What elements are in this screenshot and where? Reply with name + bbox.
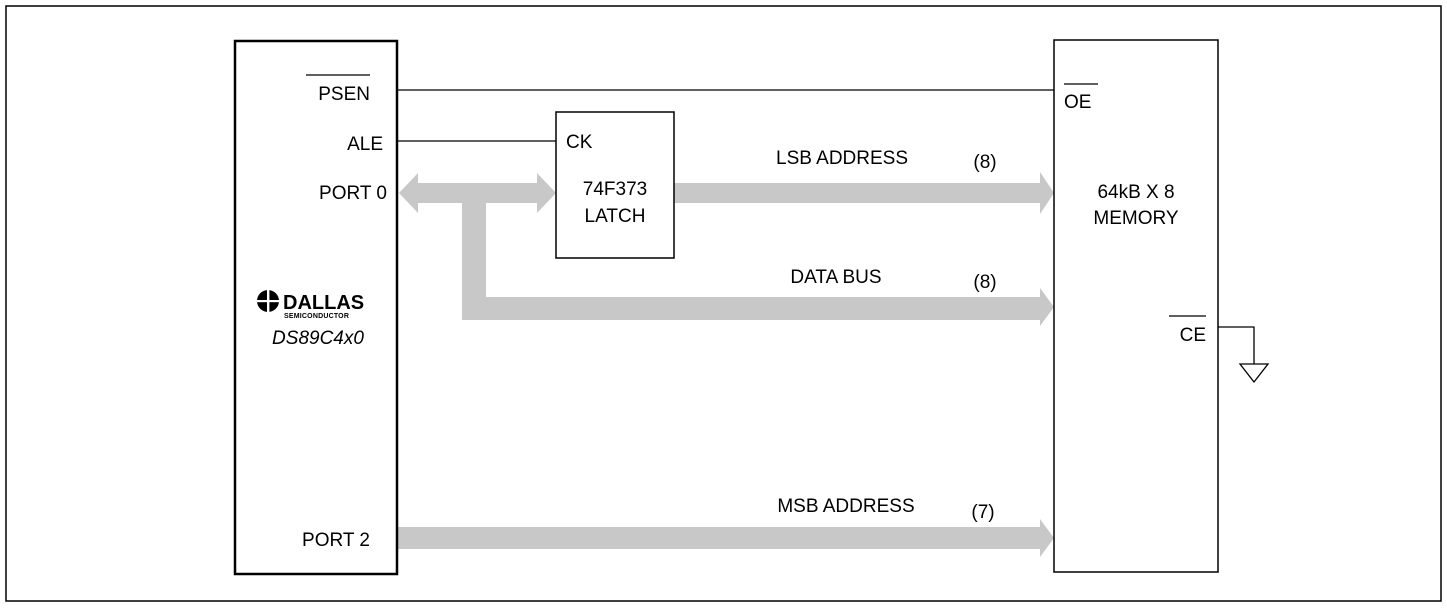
- latch-block: [555, 111, 675, 259]
- signal-lines: [397, 89, 1255, 364]
- ce-ground-line: [1218, 326, 1255, 364]
- lsb-address-bus: [674, 172, 1054, 214]
- dallas-logo-icon: [256, 289, 280, 313]
- port2-pin-label: PORT 2: [302, 530, 370, 551]
- mcu-part-number: DS89C4x0: [272, 328, 364, 349]
- msb-address-bus: [397, 519, 1054, 557]
- latch-ck-label: CK: [566, 132, 593, 153]
- data-bus-width: (8): [973, 272, 996, 293]
- data-bus: [462, 203, 1054, 326]
- lsb-address-label: LSB ADDRESS: [776, 148, 908, 169]
- ce-pin-label: CE: [1180, 325, 1206, 346]
- latch-part-label: 74F373: [583, 179, 647, 200]
- diagram-frame: [5, 5, 1442, 602]
- msb-address-label: MSB ADDRESS: [777, 496, 914, 517]
- memory-name-label: MEMORY: [1093, 208, 1178, 229]
- dallas-logo: DALLAS SEMICONDUCTOR: [256, 289, 364, 320]
- msb-address-width: (7): [971, 502, 994, 523]
- dallas-brand-subtext: SEMICONDUCTOR: [284, 313, 349, 320]
- memory-block: [1053, 39, 1219, 573]
- port0-pin-label: PORT 0: [319, 183, 387, 204]
- oe-pin-label: OE: [1064, 92, 1091, 113]
- port0-latch-bus: [399, 173, 556, 213]
- psen-pin-label: PSEN: [318, 84, 370, 105]
- ground-icon: [1238, 363, 1270, 384]
- data-bus-label: DATA BUS: [790, 267, 881, 288]
- dallas-brand-text: DALLAS: [283, 292, 364, 314]
- lsb-address-width: (8): [973, 152, 996, 173]
- ale-pin-label: ALE: [347, 134, 383, 155]
- buses: [397, 172, 1054, 557]
- memory-size-label: 64kB X 8: [1097, 182, 1174, 203]
- latch-name-label: LATCH: [585, 206, 646, 227]
